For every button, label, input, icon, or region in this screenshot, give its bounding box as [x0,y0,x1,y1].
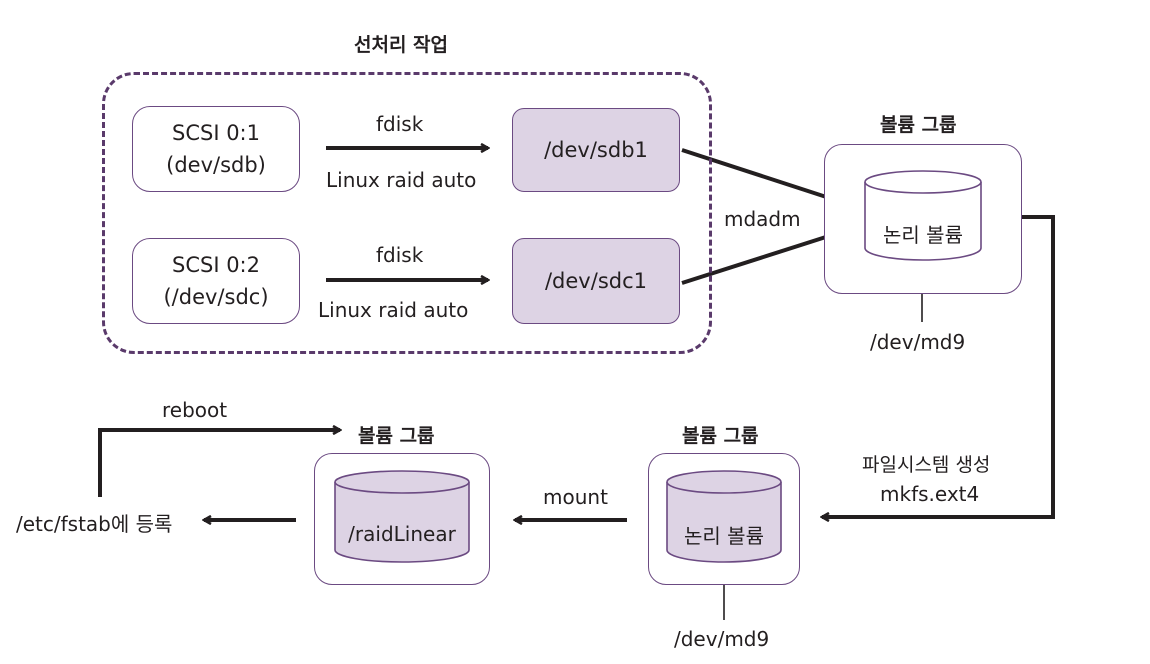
volume-group-heading-mid: 볼륨 그룹 [682,425,759,447]
logical-volume-mid: 논리 볼륨 [666,470,782,564]
partition-sdc1: /dev/sdc1 [512,238,680,324]
logical-volume-label: 논리 볼륨 [883,222,963,247]
reboot-label: reboot [162,398,228,422]
partition-label: /dev/sdc1 [544,269,647,293]
partition-sdb1: /dev/sdb1 [512,108,680,192]
cylinder-icon [334,470,470,563]
preprocess-region [102,72,712,354]
cylinder-icon [864,170,982,261]
md9-label-top: /dev/md9 [870,330,966,354]
mkfs-title: 파일시스템 생성 [862,454,991,476]
cylinder-icon [666,470,782,563]
volume-group-heading-left: 볼륨 그룹 [358,425,435,447]
disk-device: (/dev/sdc) [163,285,269,309]
disk-name: SCSI 0:2 [172,253,260,277]
raid-label-2: Linux raid auto [318,298,469,322]
raid-label-1: Linux raid auto [326,168,477,192]
fdisk-label-1: fdisk [376,112,424,136]
disk-name: SCSI 0:1 [172,121,260,145]
raid-linear-volume: /raidLinear [334,470,470,564]
disk-device: (dev/sdb) [166,153,266,177]
md9-label-mid: /dev/md9 [674,627,770,651]
preprocess-heading: 선처리 작업 [354,34,449,56]
volume-group-heading-top: 볼륨 그룹 [880,114,957,136]
mount-label: mount [543,485,608,509]
disk-scsi-0-2: SCSI 0:2 (/dev/sdc) [132,238,300,324]
reboot-arrow [98,430,340,497]
fdisk-label-2: fdisk [376,243,424,267]
disk-scsi-0-1: SCSI 0:1 (dev/sdb) [132,106,300,192]
mkfs-arrow [822,215,1055,517]
mdadm-label: mdadm [724,207,801,231]
logical-volume-top: 논리 볼륨 [864,170,982,262]
raid-linear-label: /raidLinear [348,522,456,546]
logical-volume-label: 논리 볼륨 [684,523,764,548]
partition-label: /dev/sdb1 [544,138,648,162]
mkfs-command: mkfs.ext4 [880,482,980,506]
fstab-label: /etc/fstab에 등록 [16,512,173,536]
